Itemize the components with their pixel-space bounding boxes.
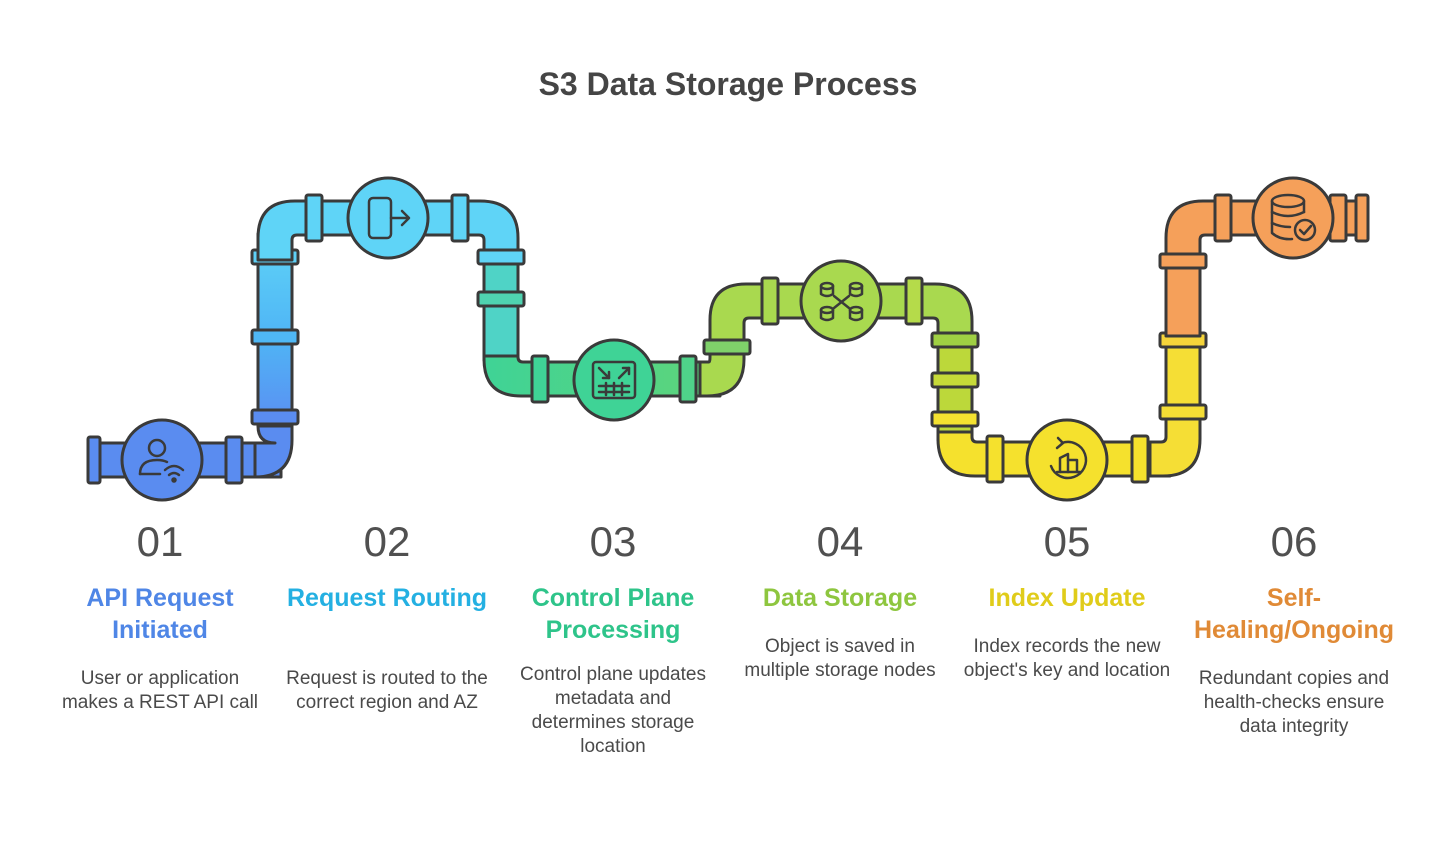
step-description-3: Control plane updates metadata and deter… [520,664,706,757]
step-title-4: Data Storage [762,584,918,612]
step-description-1: User or application makes a REST API cal… [61,668,259,713]
step-title-5: Index Update [988,584,1146,612]
step-number-4: 04 [816,518,864,565]
step-title-1: API Request Initiated [86,584,234,644]
user-wifi-icon [138,438,185,483]
step-title-6: Self-Healing/Ongoing [1194,584,1394,644]
hub-circle-6 [1251,176,1335,260]
pipe-segment-5 [930,331,1172,484]
page-title: S3 Data Storage Process [538,66,918,102]
hub-circle-2 [346,176,430,260]
step-description-5: Index records the new object's key and l… [963,636,1171,681]
control-panel-icon [591,360,637,400]
step-number-2: 02 [363,518,411,565]
step-title-2: Request Routing [287,584,487,612]
step-number-1: 01 [136,518,184,565]
database-check-icon [1270,193,1317,242]
step-number-3: 03 [589,518,637,565]
step-description-4: Object is saved in multiple storage node… [744,636,936,681]
step-description-6: Redundant copies and health-checks ensur… [1198,668,1390,737]
device-arrow-out-icon [367,196,411,240]
index-refresh-icon [1049,436,1088,480]
step-description-2: Request is routed to the correct region … [286,668,488,713]
step-number-5: 05 [1043,518,1091,565]
step-title-3: Control Plane Processing [531,584,695,644]
hub-circle-3 [572,338,656,422]
step-number-6: 06 [1270,518,1318,565]
distributed-database-icon [819,281,864,322]
